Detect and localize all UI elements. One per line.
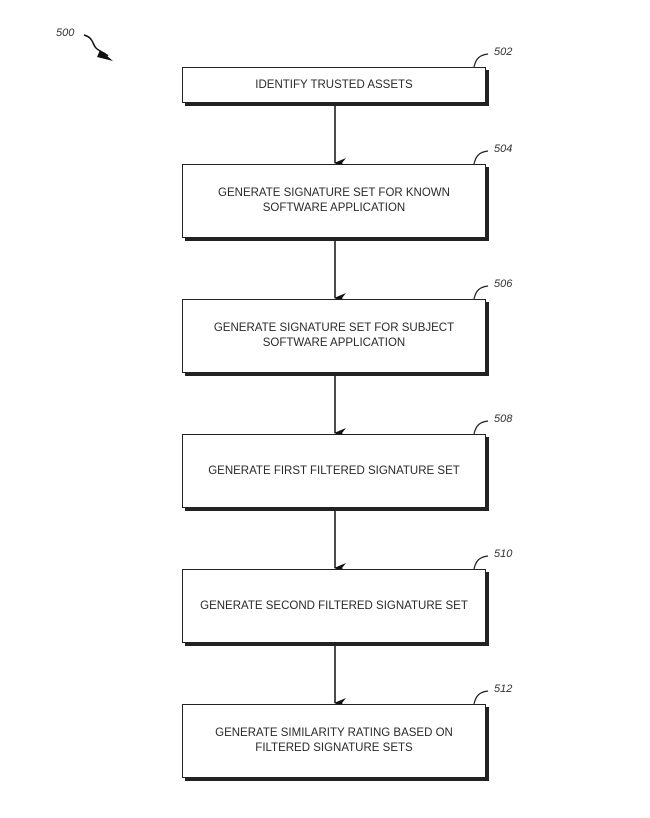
flow-step-known-signature-set: GENERATE SIGNATURE SET FOR KNOWN SOFTWAR… [182, 164, 486, 238]
ref-leader-508 [473, 420, 489, 435]
ref-leader-504 [473, 150, 489, 165]
ref-number-502: 502 [494, 46, 513, 58]
step-text: IDENTIFY TRUSTED ASSETS [255, 78, 413, 91]
ref-number-504: 504 [494, 143, 513, 155]
ref-leader-510 [473, 555, 489, 570]
step-text: GENERATE FIRST FILTERED SIGNATURE SET [208, 464, 460, 477]
step-text: GENERATE SECOND FILTERED SIGNATURE SET [200, 599, 468, 612]
step-text: GENERATE SIGNATURE SET FOR KNOWN SOFTWAR… [218, 187, 450, 214]
flow-step-identify-trusted-assets: IDENTIFY TRUSTED ASSETS [182, 67, 486, 103]
flow-step-subject-signature-set: GENERATE SIGNATURE SET FOR SUBJECT SOFTW… [182, 299, 486, 373]
figure-pointer-arrow [83, 34, 113, 61]
ref-leader-502 [473, 53, 489, 68]
step-text: GENERATE SIMILARITY RATING BASED ON FILT… [215, 727, 453, 754]
ref-number-508: 508 [494, 413, 513, 425]
flow-step-first-filtered-set: GENERATE FIRST FILTERED SIGNATURE SET [182, 434, 486, 508]
ref-leader-506 [473, 285, 489, 300]
ref-number-512: 512 [494, 683, 513, 695]
ref-number-506: 506 [494, 278, 513, 290]
flow-step-similarity-rating: GENERATE SIMILARITY RATING BASED ON FILT… [182, 704, 486, 778]
figure-label: 500 [56, 27, 75, 39]
ref-leader-512 [473, 690, 489, 705]
step-text: GENERATE SIGNATURE SET FOR SUBJECT SOFTW… [213, 322, 455, 349]
flow-step-second-filtered-set: GENERATE SECOND FILTERED SIGNATURE SET [182, 569, 486, 643]
ref-number-510: 510 [494, 548, 513, 560]
